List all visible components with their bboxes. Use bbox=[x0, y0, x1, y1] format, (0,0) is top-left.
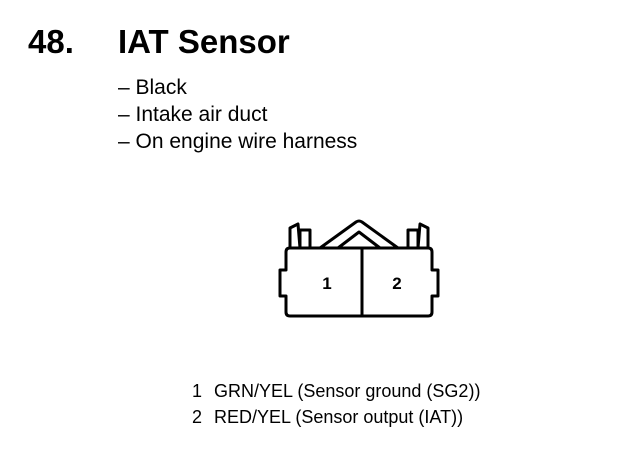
pin-legend: 1 GRN/YEL (Sensor ground (SG2)) 2 RED/YEL … bbox=[192, 378, 480, 430]
detail-location: – Intake air duct bbox=[118, 103, 268, 126]
pin-item: 2 RED/YEL (Sensor output (IAT)) bbox=[192, 404, 480, 430]
pin-item: 1 GRN/YEL (Sensor ground (SG2)) bbox=[192, 378, 480, 404]
pin-number: 1 bbox=[192, 381, 203, 401]
component-number: 48. bbox=[28, 23, 74, 60]
pin-description: RED/YEL (Sensor output (IAT)) bbox=[214, 407, 464, 427]
terminal-1-label: 1 bbox=[322, 274, 331, 293]
component-details: – Black – Intake air duct – On engine wi… bbox=[118, 74, 357, 155]
connector-housing bbox=[278, 246, 440, 318]
component-title: IAT Sensor bbox=[118, 23, 290, 60]
pin-number: 2 bbox=[192, 407, 203, 427]
pin-description: GRN/YEL (Sensor ground (SG2)) bbox=[214, 381, 481, 401]
connector-key bbox=[319, 219, 399, 250]
terminal-2-label: 2 bbox=[392, 274, 401, 293]
detail-harness: – On engine wire harness bbox=[118, 130, 358, 153]
connector-diagram: 1 2 bbox=[278, 219, 440, 318]
detail-color: – Black bbox=[118, 76, 187, 99]
